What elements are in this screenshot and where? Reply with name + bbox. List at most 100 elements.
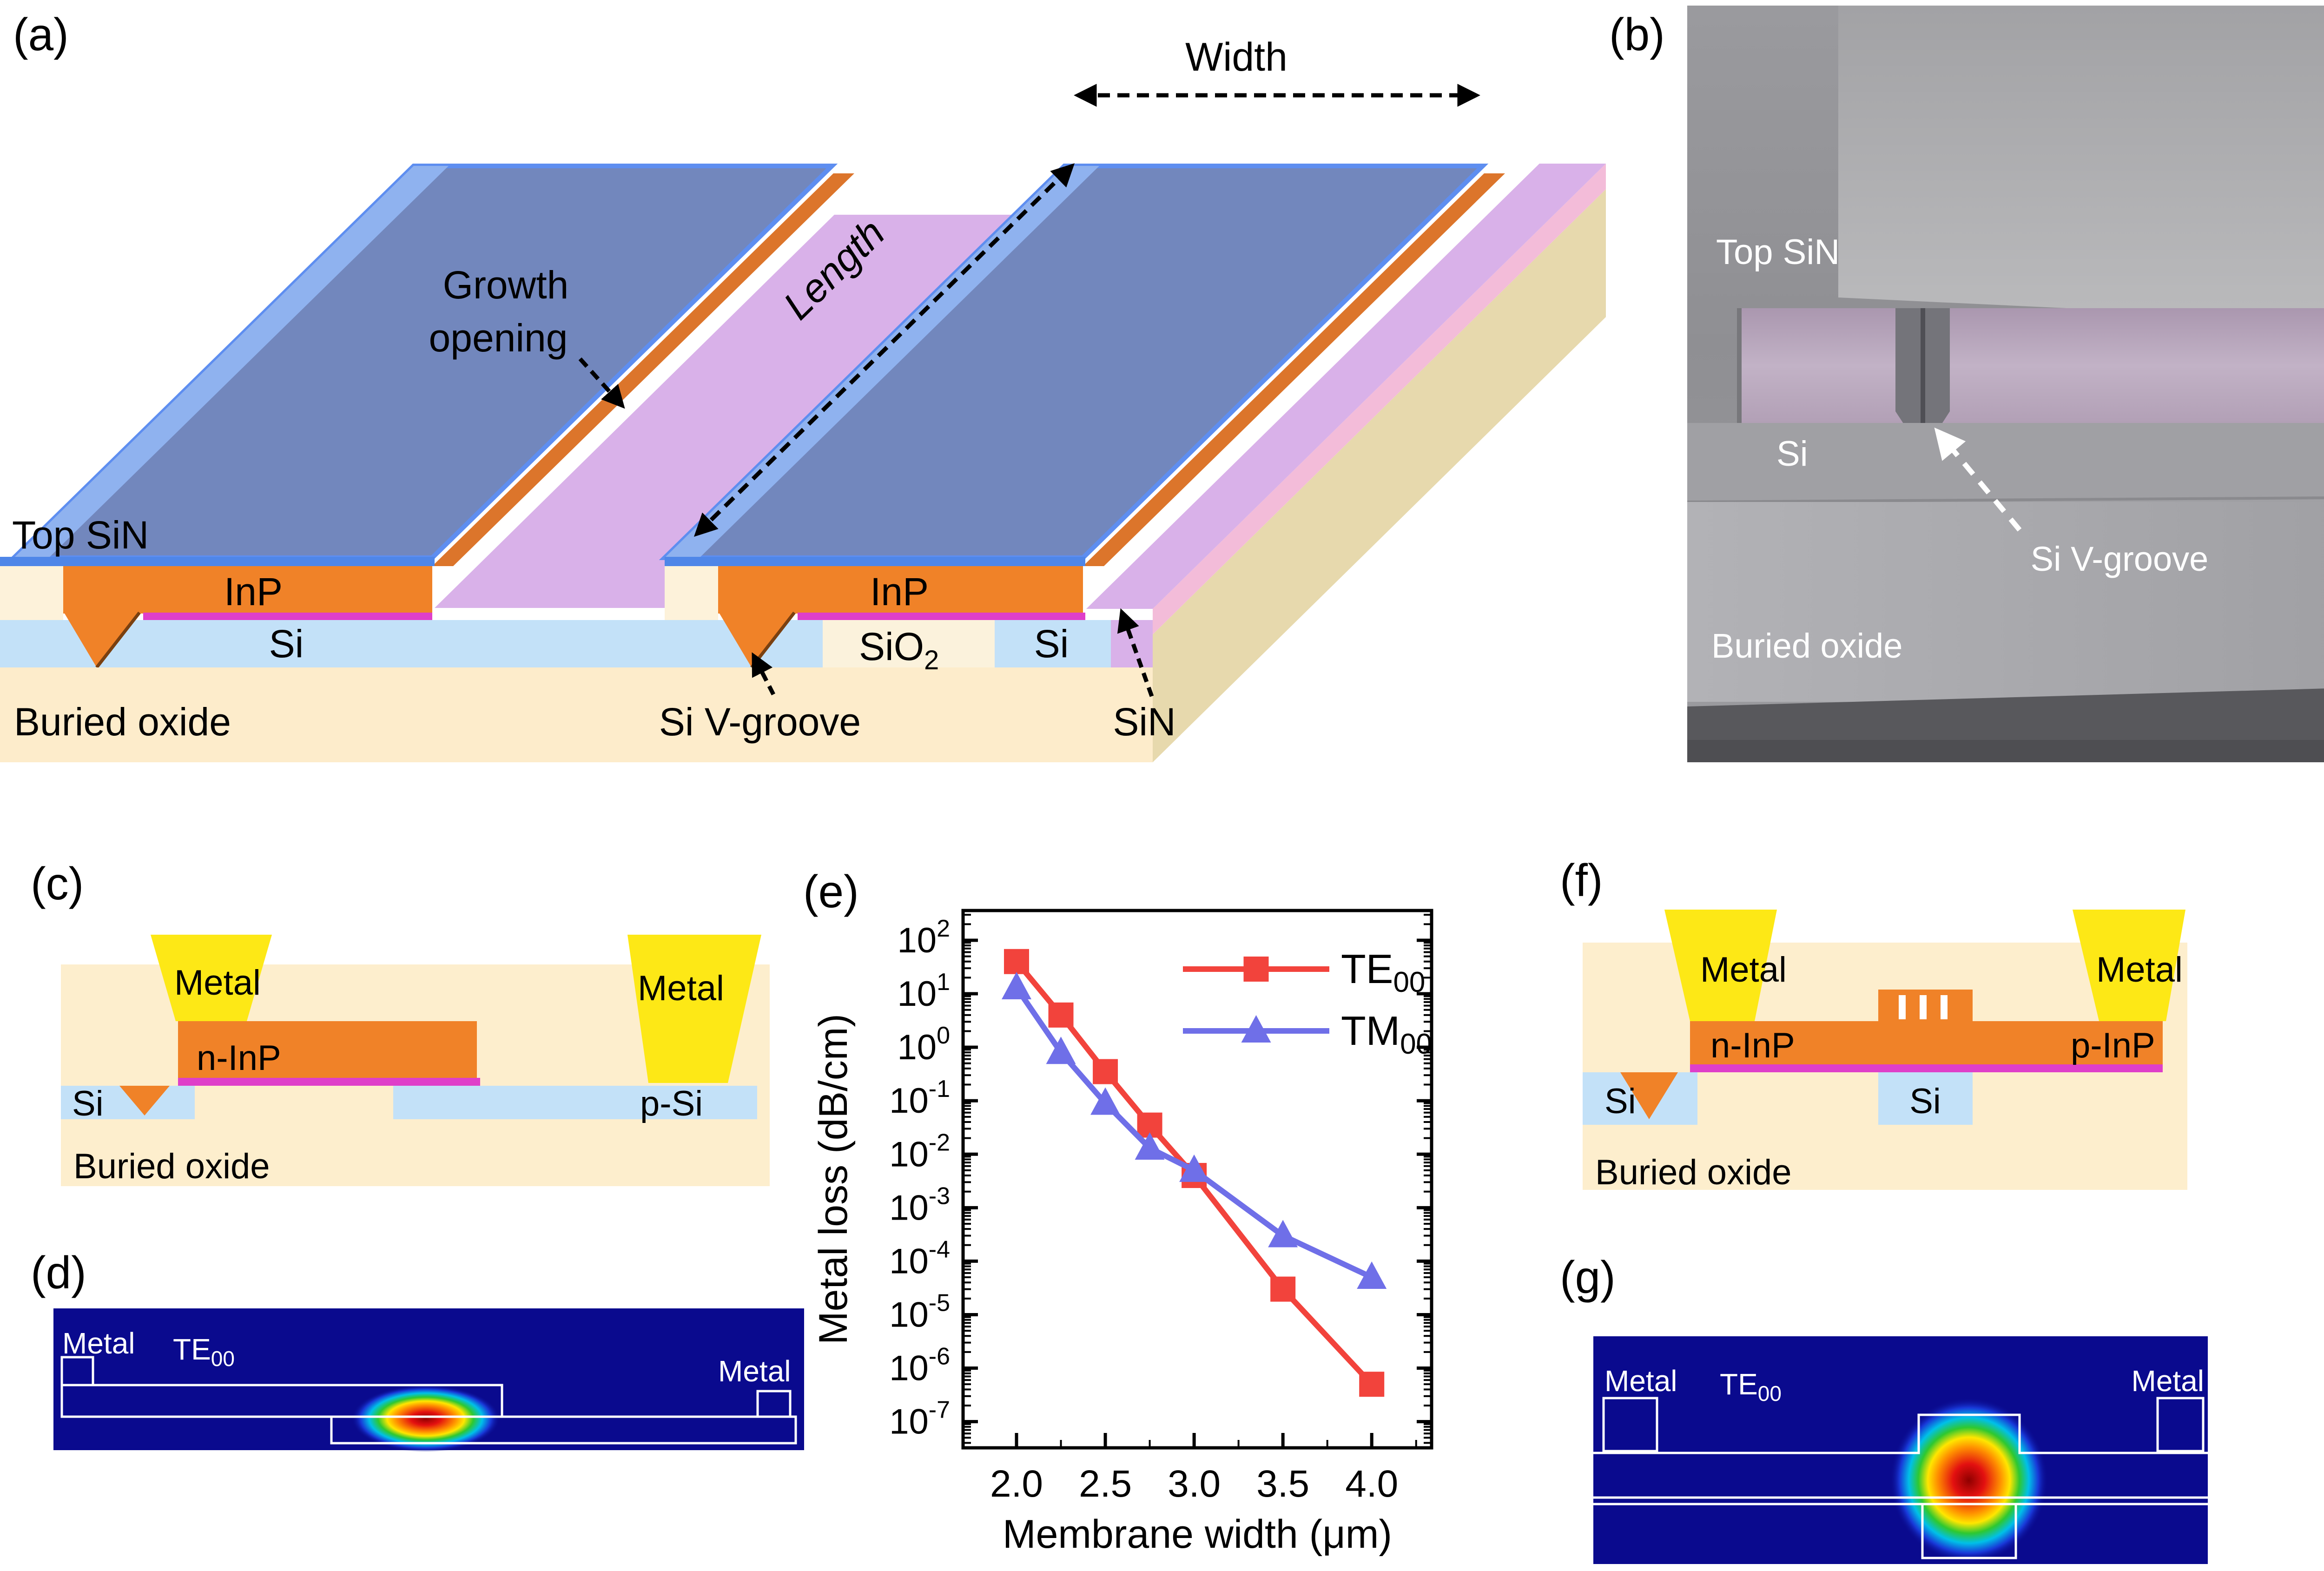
f-buried-oxide-label: Buried oxide — [1595, 1153, 1792, 1192]
sem-si-label: Si — [1776, 434, 1808, 474]
c-p-si — [393, 1086, 757, 1119]
g-si-pedestal-outline — [1921, 1503, 2017, 1559]
g-mode-label: TE00 — [1720, 1367, 1782, 1406]
d-mode-label-main: TE — [173, 1333, 211, 1366]
inp-v-groove-right — [718, 611, 796, 667]
y-tick-label: 100 — [898, 1022, 950, 1067]
y-tick-label: 10-5 — [889, 1289, 950, 1334]
sin-spacer-right — [665, 566, 718, 620]
f-mqw-bar-2 — [1920, 995, 1927, 1019]
d-metal-left-label: Metal — [62, 1327, 135, 1360]
length-arrow — [693, 163, 1075, 537]
d-inp-membrane-outline — [60, 1384, 503, 1418]
inp-label-right: InP — [870, 570, 929, 614]
legend-marker-TE00 — [1243, 957, 1269, 982]
v-groove-shadow-left — [95, 611, 141, 669]
x-axis-label: Membrane width (μm) — [1003, 1512, 1392, 1557]
slab-front-edge-left — [0, 557, 435, 566]
top-sin-label: Top SiN — [12, 513, 149, 557]
f-mqw-bar-1 — [1899, 995, 1906, 1019]
legend-label-TM00: TM00 — [1341, 1008, 1432, 1060]
panel-letter-g: (g) — [1560, 1252, 1616, 1303]
c-buried-oxide-label: Buried oxide — [73, 1147, 270, 1186]
slab-front-edge-right — [665, 557, 1085, 566]
inp-label-left: InP — [224, 570, 283, 614]
x-tick-label: 2.0 — [990, 1463, 1043, 1505]
d-metal-contact-right — [756, 1390, 792, 1418]
c-si-v-groove — [119, 1086, 170, 1116]
x-tick-label: 3.0 — [1168, 1463, 1221, 1505]
si-v-groove-label: Si V-groove — [659, 700, 861, 744]
g-metal-contact-left — [1602, 1397, 1658, 1452]
sin-label: SiN — [1113, 700, 1175, 744]
sin-spacer-left — [0, 566, 63, 620]
mqw-line-left — [143, 613, 432, 620]
chart-e-frame — [961, 909, 1433, 1450]
c-metal-left-label: Metal — [174, 963, 261, 1003]
f-metal-left-label: Metal — [1700, 950, 1787, 990]
chart-metal-loss-planar: 10210110010-110-210-310-410-510-610-72.0… — [811, 909, 1433, 1557]
data-point-TM00 — [1268, 1220, 1298, 1248]
g-inp-membrane-outline — [1593, 1413, 2208, 1454]
y-tick-label: 10-4 — [889, 1236, 950, 1281]
legend-marker-TM00 — [1241, 1015, 1271, 1043]
d-mode-label: TE00 — [173, 1333, 235, 1371]
sem-top-sin-slab — [1838, 6, 2324, 320]
si-layer-label: Si — [269, 622, 304, 666]
sem-bottom-darker — [1687, 740, 2324, 762]
data-point-TM00 — [1002, 971, 1032, 999]
c-p-si-label: p-Si — [640, 1084, 703, 1123]
buried-oxide-label: Buried oxide — [14, 700, 231, 744]
sem-top-sin-label: Top SiN — [1716, 232, 1840, 272]
inp-v-groove-left — [63, 611, 141, 667]
y-tick-label: 101 — [898, 969, 950, 1014]
y-tick-label: 10-7 — [889, 1397, 950, 1442]
data-point-TM00 — [1135, 1132, 1165, 1160]
g-metal-contact-right — [2156, 1397, 2205, 1452]
data-point-TE00 — [1359, 1372, 1385, 1397]
growth-label-line1: Growth — [443, 263, 569, 307]
g-metal-left-label: Metal — [1604, 1364, 1677, 1398]
panel-d-mode: Metal TE00 Metal — [53, 1308, 804, 1452]
c-si-label: Si — [72, 1084, 104, 1123]
x-tick-label: 2.5 — [1079, 1463, 1132, 1505]
side-purple-band — [1086, 164, 1606, 609]
f-mqw-bar-3 — [1941, 995, 1948, 1019]
sin-front-strip — [1111, 620, 1153, 667]
g-mode-label-sub: 00 — [1758, 1381, 1782, 1406]
y-tick-label: 10-2 — [889, 1129, 950, 1174]
x-tick-label: 3.5 — [1256, 1463, 1309, 1505]
f-metal-right — [2073, 910, 2185, 1021]
y-tick-label: 10-6 — [889, 1343, 950, 1388]
c-metal-right-label: Metal — [638, 969, 724, 1008]
x-tick-label: 4.0 — [1345, 1463, 1398, 1505]
panel-letter-a: (a) — [13, 9, 69, 60]
sem-si-box-boundary — [1687, 496, 2324, 503]
y-axis-label: Metal loss (dB/cm) — [811, 1014, 856, 1345]
sem-thin-sin-band — [1737, 308, 2324, 423]
data-point-TE00 — [1093, 1059, 1118, 1084]
g-metal-right-label: Metal — [2132, 1364, 2205, 1398]
side-pink-band — [1153, 164, 1606, 634]
c-mqw-line — [178, 1078, 480, 1086]
g-mode-label-main: TE — [1720, 1367, 1758, 1401]
data-point-TE00 — [1004, 949, 1030, 974]
f-mqw-line — [1690, 1064, 2163, 1072]
sem-v-groove-arrow — [1934, 427, 2022, 532]
sem-buried-oxide — [1687, 502, 2324, 702]
f-n-inp-label: n-InP — [1710, 1026, 1795, 1065]
d-mode-hotspot — [351, 1385, 500, 1452]
c-n-inp — [178, 1021, 477, 1078]
panel-f-schematic: Metal Metal n-InP p-InP Si Si Buried oxi… — [1583, 910, 2187, 1192]
data-point-TE00 — [1270, 1276, 1296, 1302]
sem-buried-oxide-label: Buried oxide — [1711, 627, 1902, 665]
c-n-inp-label: n-InP — [197, 1038, 281, 1078]
c-metal-left — [151, 935, 272, 1021]
f-si-left-label: Si — [1604, 1082, 1636, 1121]
inp-layer-right — [718, 566, 1083, 614]
sio2-fill — [823, 620, 995, 667]
f-si-v-groove — [1620, 1072, 1678, 1119]
sem-si-layer — [1687, 423, 2324, 502]
d-si-membrane-outline — [330, 1415, 797, 1445]
